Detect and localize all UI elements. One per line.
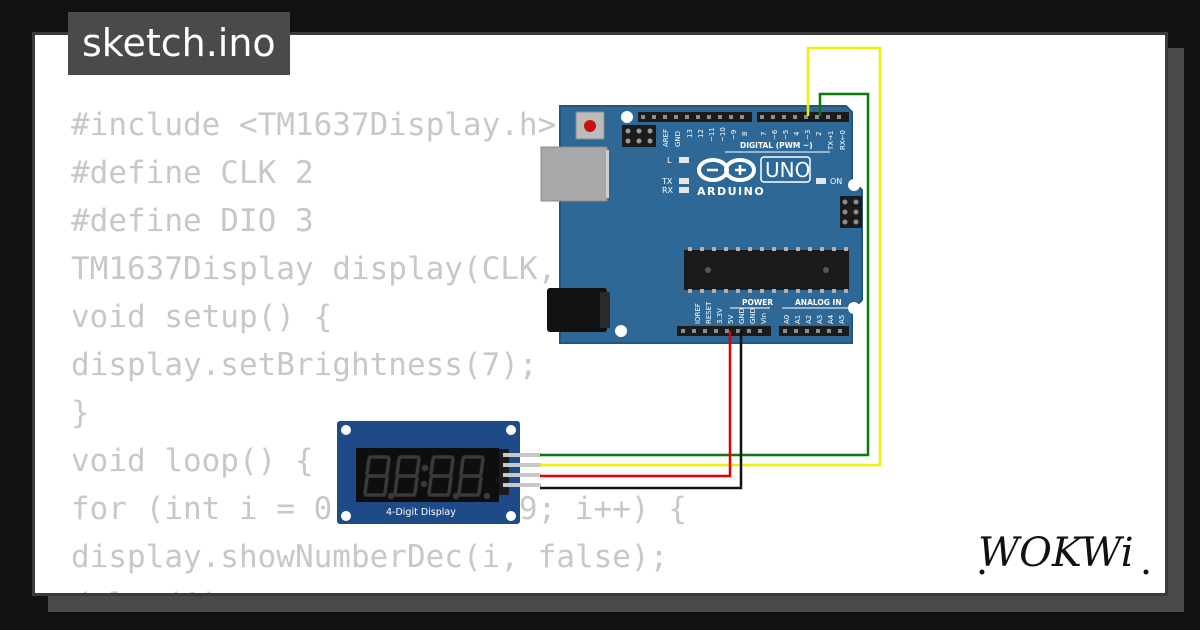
power-pin-labels: IOREF RESET 3.3V 5V GND GND Vin xyxy=(694,301,768,324)
digital-header-label: DIGITAL (PWM ~) xyxy=(740,141,813,150)
pin-label: ~10 xyxy=(719,127,727,142)
wokwi-logo: WOKWi xyxy=(978,530,1149,576)
wires xyxy=(540,46,882,490)
pin-label: Vin xyxy=(760,313,768,324)
led-tx-label: TX xyxy=(661,177,673,186)
pin-label: RESET xyxy=(705,301,713,324)
icsp-header-right xyxy=(840,196,862,228)
mounting-hole xyxy=(615,325,627,337)
led-on-label: ON xyxy=(830,177,842,186)
pin-label: A5 xyxy=(838,315,846,324)
digital-pin-header xyxy=(638,112,849,122)
tm1637-display-module[interactable]: 4-Digit Display xyxy=(337,421,541,524)
arduino-uno-board[interactable]: AREF GND 13 12 ~11 ~10 ~9 8 7 ~6 ~5 4 ~3… xyxy=(540,105,863,344)
wire-gnd[interactable] xyxy=(540,331,743,490)
usb-port xyxy=(540,146,608,202)
mounting-hole xyxy=(621,111,633,123)
pin-label: A1 xyxy=(794,315,802,324)
analog-pin-header xyxy=(779,326,849,336)
code-line: void loop() { xyxy=(71,443,314,479)
power-pin-header xyxy=(677,326,771,336)
pin-label: ~11 xyxy=(708,127,716,142)
mounting-hole xyxy=(848,179,860,191)
code-line: #define DIO 3 xyxy=(71,203,314,239)
arduino-logo: UNO ARDUINO xyxy=(697,156,811,198)
wire-dio[interactable] xyxy=(540,46,882,467)
pin-label: 8 xyxy=(741,132,749,136)
code-line: #include <TM1637Display.h> xyxy=(71,107,557,143)
pin-label: ~6 xyxy=(771,129,779,140)
code-line: display.setBrightness(7); xyxy=(71,347,538,383)
wire-vcc[interactable] xyxy=(540,331,732,478)
pin-label: ~3 xyxy=(804,130,812,140)
mounting-hole xyxy=(848,302,860,314)
mounting-hole xyxy=(341,511,351,521)
power-header-label: POWER xyxy=(742,298,773,307)
pin-label: 5V xyxy=(727,315,735,324)
digital-pin-labels: AREF GND 13 12 ~11 ~10 ~9 8 7 ~6 ~5 4 ~3… xyxy=(662,127,847,151)
analog-pin-labels: A0 A1 A2 A3 A4 A5 xyxy=(783,314,846,324)
pin-label: A0 xyxy=(783,315,791,324)
board-model-label: UNO xyxy=(765,158,810,182)
pin-label: IOREF xyxy=(694,303,702,324)
pin-label: 13 xyxy=(686,129,694,138)
wokwi-logo-text: WOKWi xyxy=(978,530,1134,576)
pin-label: 2 xyxy=(815,132,823,136)
pin-label: ~5 xyxy=(782,130,790,140)
code-line: display.showNumberDec(i, false); xyxy=(71,539,669,575)
pin-label: RX←0 xyxy=(839,130,847,150)
pin-label: A3 xyxy=(816,315,824,324)
reset-button[interactable] xyxy=(584,120,596,132)
status-leds: L TX RX ON xyxy=(661,156,842,195)
led-l-label: L xyxy=(667,156,672,165)
pin-label: 4 xyxy=(793,131,801,136)
display-pin-header xyxy=(499,449,509,495)
pin-label: A2 xyxy=(805,315,813,324)
code-line: void setup() { xyxy=(71,299,333,335)
pin-label: ~9 xyxy=(730,130,738,140)
pin-label: A4 xyxy=(827,314,835,324)
mounting-hole xyxy=(506,511,516,521)
display-digits xyxy=(363,455,491,500)
pin-label: 12 xyxy=(697,129,705,138)
pin-clk xyxy=(503,453,541,457)
led-rx-label: RX xyxy=(662,186,674,195)
file-tab[interactable]: sketch.ino xyxy=(68,12,290,75)
display-pins xyxy=(503,453,541,487)
pin-dio xyxy=(503,463,541,467)
atmega-chip xyxy=(684,247,849,293)
pin-label: GND xyxy=(674,131,682,147)
code-line: } xyxy=(71,395,90,431)
display-module-label: 4-Digit Display xyxy=(386,507,456,518)
code-line: delay(1); xyxy=(71,581,687,593)
pin-label: GND xyxy=(749,308,757,324)
wire-clk[interactable] xyxy=(540,92,870,457)
power-jack xyxy=(547,288,607,332)
code-line: #define CLK 2 xyxy=(71,155,314,191)
pin-label: TX→1 xyxy=(827,131,835,151)
board-brand-label: ARDUINO xyxy=(697,185,765,198)
pin-label: AREF xyxy=(662,129,670,147)
mounting-hole xyxy=(341,425,351,435)
pin-label: 7 xyxy=(760,132,768,136)
icsp-header xyxy=(622,125,656,147)
pin-vcc xyxy=(503,473,541,477)
mounting-hole xyxy=(506,425,516,435)
pin-label: GND xyxy=(738,308,746,324)
pin-gnd xyxy=(503,483,541,487)
file-tab-label: sketch.ino xyxy=(82,21,276,65)
analog-header-label: ANALOG IN xyxy=(795,298,842,307)
pin-label: 3.3V xyxy=(716,308,724,324)
